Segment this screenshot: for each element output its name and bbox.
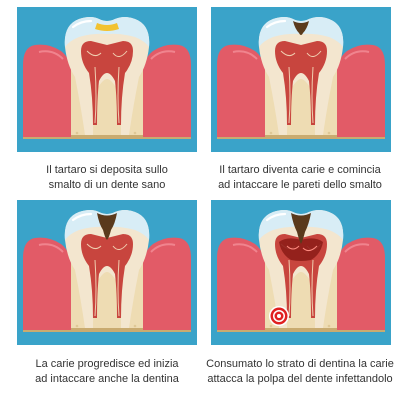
- stage-3-illustration: [17, 200, 197, 345]
- stage-1-caption: Il tartaro si deposita sullo smalto di u…: [12, 163, 202, 192]
- stage-3-caption: La carie progredisce ed inizia ad intacc…: [12, 357, 202, 386]
- caries-spot: [293, 21, 309, 35]
- caption-line: ad intaccare le pareti dello smalto: [218, 178, 382, 191]
- caries-cavity: [97, 213, 117, 240]
- caption-line: Il tartaro si deposita sullo: [46, 164, 168, 176]
- caption-line: Il tartaro diventa carie e comincia: [219, 164, 381, 176]
- stage-4-caption: Consumato lo strato di dentina la carie …: [205, 357, 395, 386]
- stage-4-illustration: [211, 200, 391, 345]
- stage-2-illustration: [211, 7, 391, 152]
- stage-1-illustration: [17, 7, 197, 152]
- infection-target: [269, 306, 289, 326]
- caption-line: attacca la polpa del dente infettandolo: [207, 372, 393, 385]
- infected-pulp: [279, 238, 323, 261]
- caption-line: Consumato lo strato di dentina la carie: [206, 358, 394, 370]
- caption-line: La carie progredisce ed inizia: [35, 358, 179, 370]
- caries-cavity: [291, 213, 311, 244]
- stage-2-caption: Il tartaro diventa carie e comincia ad i…: [205, 163, 395, 192]
- caption-line: ad intaccare anche la dentina: [35, 372, 179, 385]
- caption-line: smalto di un dente sano: [48, 178, 166, 191]
- tartar-deposit: [95, 23, 119, 31]
